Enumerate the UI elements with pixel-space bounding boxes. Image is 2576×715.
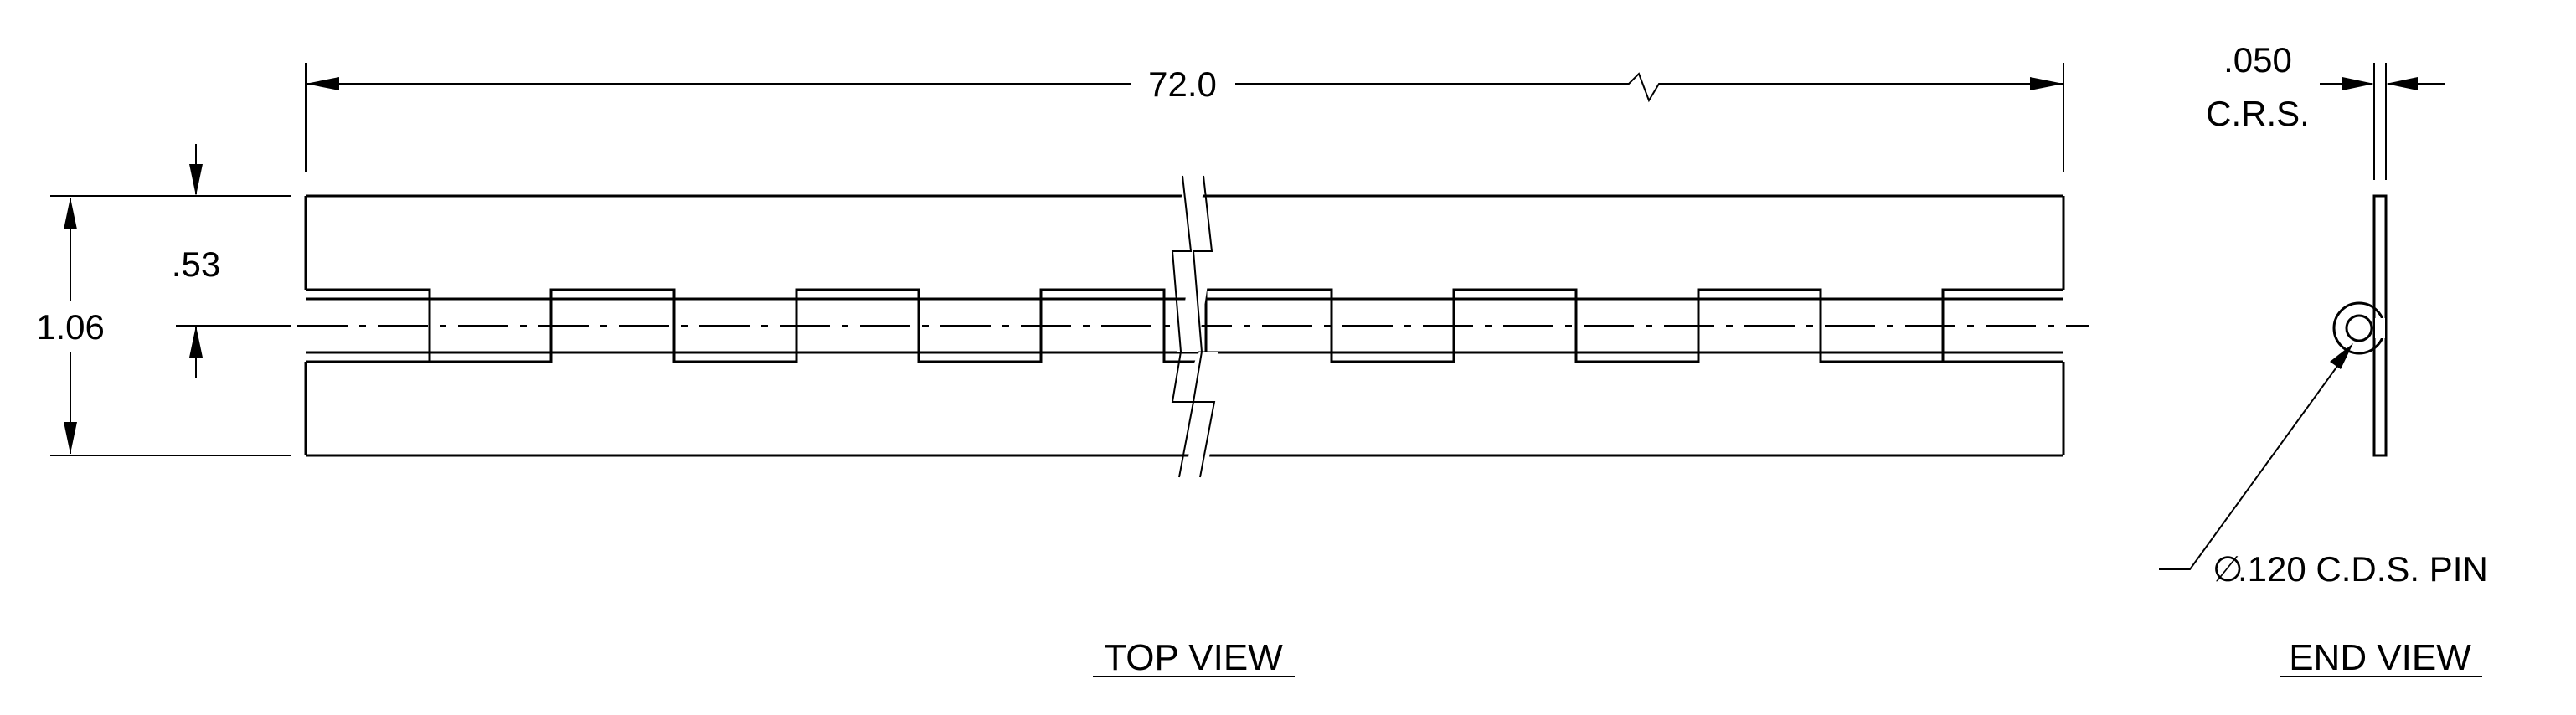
width-label-bg [17, 301, 126, 352]
width-dimension: 1.06 [17, 195, 291, 456]
crs-arrow-left [2342, 77, 2374, 90]
dim-line-right [1235, 72, 2063, 103]
crs-arrow-right [2386, 77, 2418, 90]
arrowhead-left [306, 77, 339, 90]
knuckle-profile-upper-right [1206, 288, 2063, 363]
pin-label: .120 C.D.S. PIN [2238, 549, 2488, 589]
width-label: 1.06 [36, 307, 105, 347]
pin-diameter-symbol: ∅ [2213, 549, 2244, 589]
end-view-pin [2345, 314, 2373, 342]
top-view [297, 175, 2089, 478]
pin-leader [2159, 349, 2350, 570]
width-arrow-bottom [64, 422, 77, 454]
end-view-knuckle-gap [2375, 318, 2385, 338]
end-view: .050 C.R.S. ∅ .120 C.D.S. PIN [2159, 40, 2488, 589]
end-view-leaf [2372, 194, 2388, 457]
half-width-label: .53 [172, 244, 220, 284]
crs-value: .050 [2223, 40, 2292, 80]
end-view-title: END VIEW [2289, 637, 2471, 678]
arrowhead-right [2030, 77, 2063, 90]
crs-label: C.R.S. [2206, 94, 2310, 133]
top-view-title: TOP VIEW [1104, 637, 1283, 678]
pin-leader-arrow [2330, 343, 2353, 369]
view-titles: TOP VIEW END VIEW [1093, 637, 2482, 678]
half-width-dimension: .53 [172, 144, 291, 378]
width-arrow-top [64, 198, 77, 229]
break-line-right [1192, 175, 1216, 478]
half-arrow-top [189, 164, 203, 196]
half-arrow-bottom [189, 326, 203, 358]
length-label: 72.0 [1148, 64, 1217, 104]
length-dimension: 72.0 [305, 63, 2064, 172]
